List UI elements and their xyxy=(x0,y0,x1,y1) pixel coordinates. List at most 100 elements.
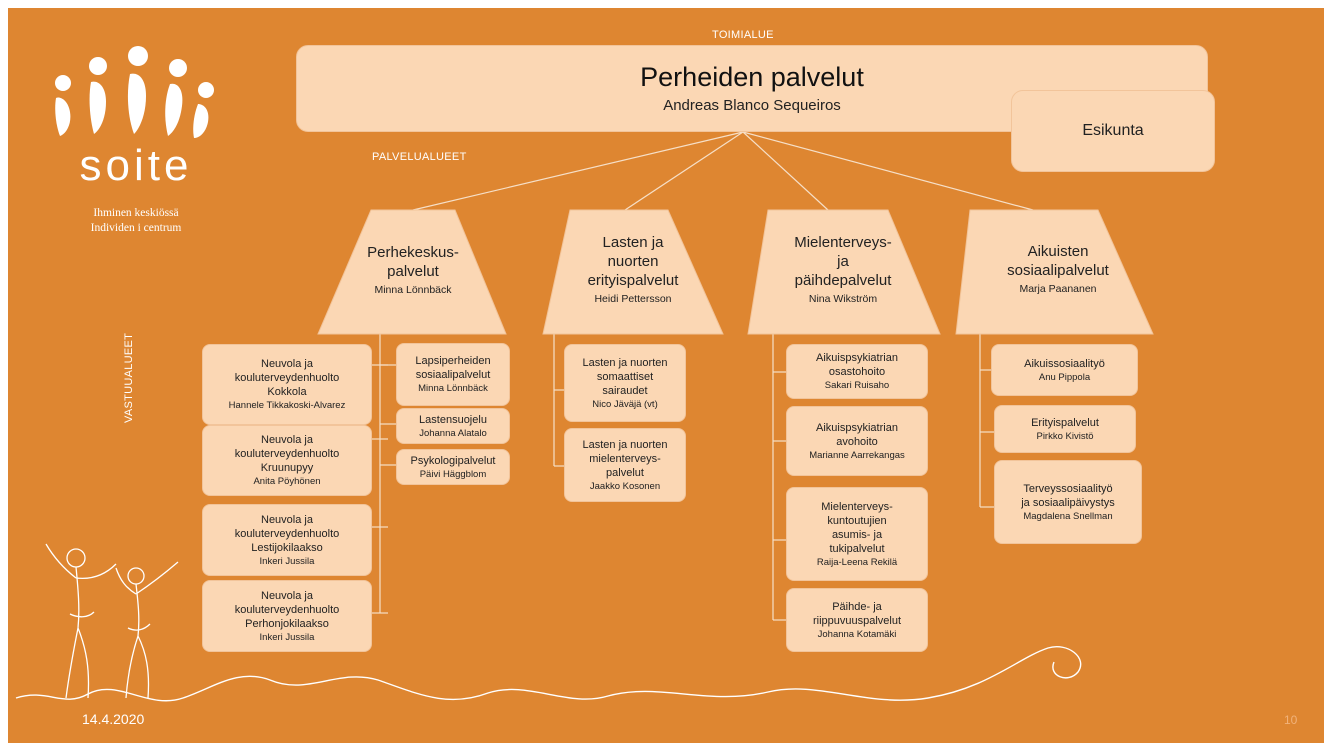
unit-title: Neuvola ja xyxy=(261,434,313,446)
unit-lasten-mielenterveyspalvelut: Lasten ja nuorten mielenterveys- palvelu… xyxy=(564,428,686,502)
unit-aikuispsykiatrian-osastohoito: Aikuispsykiatrian osastohoito Sakari Rui… xyxy=(786,344,928,399)
unit-title: Aikuispsykiatrian xyxy=(816,352,898,364)
palvelualueet-label: PALVELUALUEET xyxy=(372,151,467,163)
area-3-title-3: päihdepalvelut xyxy=(794,271,892,289)
unit-title: Neuvola ja xyxy=(261,358,313,370)
area-trapezoid-2 xyxy=(542,209,724,335)
unit-title: osastohoito xyxy=(828,366,886,378)
unit-mielenterveyskuntoutujien-palvelut: Mielenterveys- kuntoutujien asumis- ja t… xyxy=(786,487,928,581)
esikunta-box: Esikunta xyxy=(1011,90,1215,172)
logo-wordmark: soite xyxy=(80,141,193,190)
area-trapezoid-4 xyxy=(955,209,1154,335)
area-2-title-3: erityispalvelut xyxy=(587,271,679,289)
unit-title: kuntoutujien xyxy=(827,514,887,527)
unit-neuvola-kruunupyy: Neuvola ja kouluterveydenhuolto Kruunupy… xyxy=(202,425,372,496)
unit-title: Lasten ja nuorten xyxy=(582,438,668,451)
division-head: Andreas Blanco Sequeiros xyxy=(663,96,841,114)
area-3-label: Mielenterveys- ja päihdepalvelut Nina Wi… xyxy=(768,224,918,314)
unit-title: riippuvuuspalvelut xyxy=(812,614,902,627)
logo-tagline-1: Ihminen keskiössä xyxy=(93,207,179,219)
unit-title: kouluterveydenhuolto xyxy=(234,603,340,616)
unit-title: sairaudet xyxy=(602,384,648,397)
soite-logo: soite xyxy=(55,46,214,190)
people-illustration xyxy=(45,543,179,699)
unit-title: somaattiset xyxy=(596,370,654,383)
area-1-title-2: palvelut xyxy=(387,263,439,280)
hierarchy-lines xyxy=(372,131,1034,621)
unit-title: Aikuissosiaalityö xyxy=(1024,357,1105,370)
unit-title: Psykologipalvelut xyxy=(410,454,496,467)
unit-head: Johanna Alatalo xyxy=(419,427,487,439)
unit-erityispalvelut: Erityispalvelut Pirkko Kivistö xyxy=(994,405,1136,453)
area-3-title-1: Mielenterveys- xyxy=(794,233,892,251)
unit-title: Erityispalvelut xyxy=(1031,416,1099,429)
unit-title: Neuvola ja xyxy=(261,513,313,526)
unit-neuvola-kokkola: Neuvola ja kouluterveydenhuolto Kokkola … xyxy=(202,344,372,425)
connector-layer xyxy=(15,131,1154,702)
logo-tagline: Ihminen keskiössä Individen i centrum xyxy=(46,206,226,236)
unit-aikuissosiaalityo: Aikuissosiaalityö Anu Pippola xyxy=(991,344,1138,396)
toimialue-label: TOIMIALUE xyxy=(712,29,774,41)
unit-head: Nico Jäväjä (vt) xyxy=(592,398,658,410)
unit-lastensuojelu: Lastensuojelu Johanna Alatalo xyxy=(396,408,510,444)
unit-paihde-riippuvuuspalvelut: Päihde- ja riippuvuuspalvelut Johanna Ko… xyxy=(786,588,928,652)
area-2-head: Heidi Pettersson xyxy=(594,292,672,305)
vastuualueet-label: VASTUUALUEET xyxy=(123,332,135,423)
area-3-head: Nina Wikström xyxy=(808,292,878,305)
unit-title: Kokkola xyxy=(267,386,307,398)
unit-title: kouluterveydenhuolto xyxy=(234,527,340,540)
unit-title: Perhonjokilaakso xyxy=(245,617,329,630)
unit-head: Johanna Kotamäki xyxy=(817,628,897,640)
unit-title: asumis- ja xyxy=(831,528,883,541)
unit-title: kouluterveydenhuolto xyxy=(234,372,340,384)
area-4-label: Aikuisten sosiaalipalvelut Marja Paanane… xyxy=(978,234,1138,304)
area-trapezoid-1 xyxy=(317,209,507,335)
unit-psykologipalvelut: Psykologipalvelut Päivi Häggblom xyxy=(396,449,510,485)
unit-title: ja sosiaalipäivystys xyxy=(1021,496,1115,509)
unit-title: Lestijokilaakso xyxy=(251,541,323,554)
unit-head: Marianne Aarrekangas xyxy=(809,449,905,461)
unit-aikuispsykiatrian-avohoito: Aikuispsykiatrian avohoito Marianne Aarr… xyxy=(786,406,928,476)
unit-title: Lasten ja nuorten xyxy=(582,356,668,369)
division-title: Perheiden palvelut xyxy=(640,61,864,92)
area-4-title-2: sosiaalipalvelut xyxy=(1007,262,1109,279)
unit-title: palvelut xyxy=(606,466,644,479)
logo-figures-icon xyxy=(55,46,214,138)
page-number: 10 xyxy=(1284,713,1298,727)
unit-title: Lastensuojelu xyxy=(419,413,487,426)
unit-head: Inkeri Jussila xyxy=(259,631,315,643)
area-2-title-1: Lasten ja xyxy=(602,233,664,251)
unit-title: avohoito xyxy=(836,435,878,448)
unit-title: sosiaalipalvelut xyxy=(415,369,491,381)
unit-title: Neuvola ja xyxy=(261,589,313,602)
unit-head: Jaakko Kosonen xyxy=(589,480,661,492)
unit-head: Anu Pippola xyxy=(1038,371,1091,383)
unit-head: Inkeri Jussila xyxy=(259,555,315,567)
area-trapezoid-3 xyxy=(747,209,941,335)
unit-terveyssosiaalityo: Terveyssosiaalityö ja sosiaalipäivystys … xyxy=(994,460,1142,544)
area-4-head: Marja Paananen xyxy=(1019,283,1097,295)
unit-head: Hannele Tikkakoski-Alvarez xyxy=(228,400,346,411)
unit-title: Mielenterveys- xyxy=(821,500,893,513)
unit-title: Päihde- ja xyxy=(832,600,882,613)
unit-title: Lapsiperheiden xyxy=(415,355,491,367)
unit-head: Sakari Ruisaho xyxy=(824,380,890,391)
unit-head: Minna Lönnbäck xyxy=(418,383,488,394)
unit-title: Aikuispsykiatrian xyxy=(816,421,898,434)
area-2-title-2: nuorten xyxy=(607,252,659,270)
area-4-title-1: Aikuisten xyxy=(1027,243,1089,260)
wave-decoration xyxy=(15,646,1082,702)
area-1-label: Perhekeskus- palvelut Minna Lönnbäck xyxy=(343,230,483,310)
unit-neuvola-perhonjokilaakso: Neuvola ja kouluterveydenhuolto Perhonjo… xyxy=(202,580,372,652)
unit-somaattiset-sairaudet: Lasten ja nuorten somaattiset sairaudet … xyxy=(564,344,686,422)
unit-head: Anita Pöyhönen xyxy=(253,476,321,487)
area-1-title-1: Perhekeskus- xyxy=(367,244,459,261)
area-1-head: Minna Lönnbäck xyxy=(374,284,452,296)
area-2-label: Lasten ja nuorten erityispalvelut Heidi … xyxy=(563,224,703,314)
org-chart-slide: soite Ihminen keskiössä Individen i cent… xyxy=(8,8,1324,743)
unit-head: Pirkko Kivistö xyxy=(1036,430,1094,442)
unit-title: tukipalvelut xyxy=(829,542,885,555)
date-footer: 14.4.2020 xyxy=(82,711,145,727)
unit-title: Kruunupyy xyxy=(260,462,314,474)
unit-lapsiperheiden-sosiaalipalvelut: Lapsiperheiden sosiaalipalvelut Minna Lö… xyxy=(396,343,510,406)
